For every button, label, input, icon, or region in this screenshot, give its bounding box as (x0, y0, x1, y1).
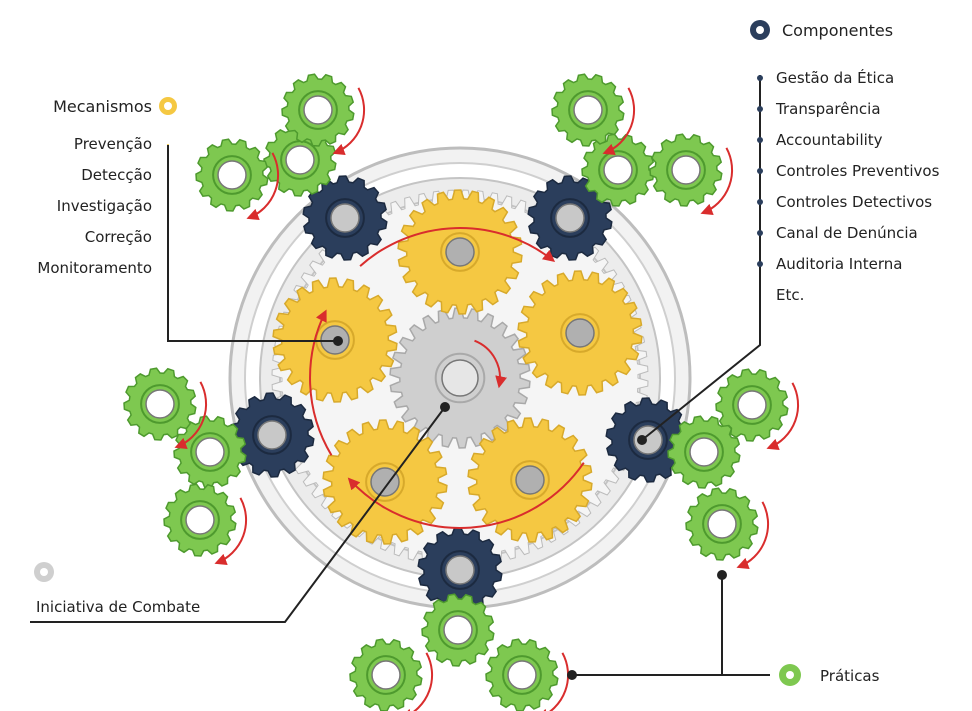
rotation-arrow (602, 87, 636, 156)
components-legend: Componentes Gestão da Ética Transparênci… (750, 20, 940, 304)
navy-gear-icon (750, 20, 770, 40)
yellow-gear (517, 270, 643, 396)
rotation-arrow (347, 462, 585, 529)
component-item: Accountability (776, 131, 883, 149)
green-gear (281, 73, 355, 147)
component-item: Gestão da Ética (776, 68, 894, 87)
gray-gear-icon (34, 562, 54, 582)
mechanism-item: Monitoramento (37, 259, 152, 277)
green-gear (667, 415, 741, 489)
component-item: Auditoria Interna (776, 255, 902, 273)
green-gear (163, 483, 237, 557)
green-gear (349, 638, 423, 711)
rotation-arrow (174, 381, 208, 450)
component-item: Controles Preventivos (776, 162, 940, 180)
rotation-arrow (766, 382, 800, 451)
mechanism-item: Detecção (81, 166, 152, 184)
green-gear (551, 73, 625, 147)
navy-gear (417, 527, 503, 613)
navy-gear (527, 175, 613, 261)
component-item: Etc. (776, 286, 804, 304)
practices-label: Práticas (820, 667, 880, 685)
component-item: Controles Detectivos (776, 193, 932, 211)
green-gear (123, 367, 197, 441)
green-gear (173, 415, 247, 489)
rotation-arrow (400, 652, 434, 711)
mechanism-item: Investigação (57, 197, 152, 215)
rotation-arrow (309, 309, 333, 456)
practices-legend: Práticas (779, 664, 880, 686)
yellow-gear (322, 419, 448, 545)
mechanisms-legend: Mecanismos Prevenção Detecção Investigaç… (37, 97, 177, 277)
components-title: Componentes (782, 21, 893, 40)
rotation-arrow (736, 501, 770, 570)
green-gear (685, 487, 759, 561)
yellow-gear-icon (159, 97, 177, 115)
rotation-arrow (214, 497, 248, 566)
green-gear (485, 638, 559, 711)
navy-gear (302, 175, 388, 261)
mechanism-item: Prevenção (74, 135, 152, 153)
yellow-gear (397, 189, 523, 315)
green-gear (715, 368, 789, 442)
rotation-arrow (332, 87, 366, 156)
component-item: Canal de Denúncia (776, 224, 918, 242)
rotation-arrow (474, 339, 507, 389)
mechanism-item: Correção (85, 228, 152, 246)
green-gear (581, 133, 655, 207)
green-gear-icon (779, 664, 801, 686)
rotation-arrow (359, 227, 556, 267)
rotation-arrow (536, 652, 570, 711)
green-gear (195, 138, 269, 212)
component-item: Transparência (775, 100, 881, 118)
yellow-gear (467, 417, 593, 543)
initiative-legend: Iniciativa de Combate (34, 562, 200, 616)
mechanisms-title: Mecanismos (53, 97, 152, 116)
navy-gear (229, 392, 315, 478)
rotation-arrow (700, 147, 734, 216)
rotation-arrows (174, 87, 800, 711)
green-gear (649, 133, 723, 207)
initiative-label: Iniciativa de Combate (36, 598, 200, 616)
green-gear (421, 593, 495, 667)
rotation-arrow (246, 152, 280, 221)
gear-group (123, 73, 789, 711)
